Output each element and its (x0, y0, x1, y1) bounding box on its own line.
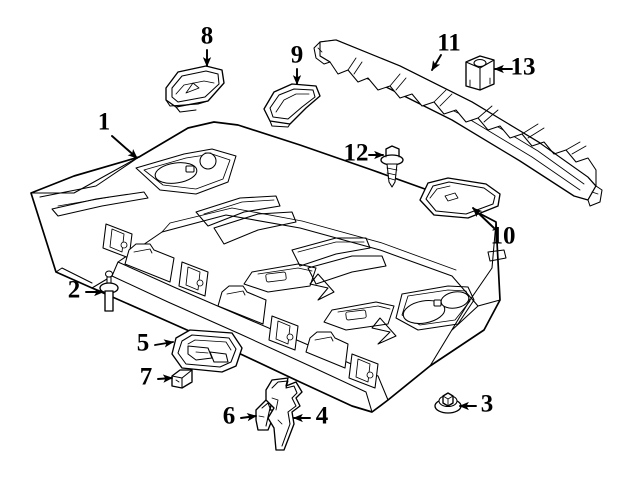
callout-label-9: 9 (291, 42, 304, 69)
part-2-push-pin-rivet (99, 270, 119, 312)
callout-label-12: 12 (344, 140, 369, 167)
part-5-speaker-grille-bezel (171, 329, 243, 373)
callout-label-5: 5 (137, 330, 150, 357)
callout-label-13: 13 (511, 54, 536, 81)
part-8-hazard-warning-cover (165, 65, 225, 113)
leader-5 (154, 339, 174, 348)
callout-label-4: 4 (316, 403, 329, 430)
callout-label-1: 1 (98, 109, 111, 136)
callout-numbers: 1 2 3 4 5 6 7 8 9 10 11 12 13 (68, 23, 536, 430)
part-3-hex-nut-washer (434, 392, 462, 414)
part-7-small-block-clip (171, 369, 193, 389)
part-4-side-bracket-large (265, 377, 303, 451)
callout-label-8: 8 (201, 23, 214, 50)
part-10-pentagon-access-cover (419, 177, 501, 219)
leader-11 (431, 54, 442, 71)
callout-label-7: 7 (140, 364, 153, 391)
callout-label-6: 6 (223, 403, 236, 430)
clip-boss-group (102, 223, 379, 389)
leader-1 (111, 135, 138, 159)
part-13-square-cage-nut-clip (465, 55, 495, 91)
part-12-hex-head-screw (380, 145, 404, 188)
part-11-rear-window-upper-rail (313, 39, 603, 207)
leader-6 (240, 413, 257, 422)
callout-label-11: 11 (437, 30, 461, 57)
callout-label-10: 10 (491, 223, 516, 250)
part-1-package-tray-trim-panel (30, 121, 507, 413)
callout-label-2: 2 (68, 277, 81, 304)
callout-label-3: 3 (481, 391, 494, 418)
part-9-curved-trim-cover (263, 83, 321, 128)
leader-10 (472, 207, 495, 229)
leader-7 (157, 374, 173, 383)
callout-leaders (85, 49, 513, 423)
